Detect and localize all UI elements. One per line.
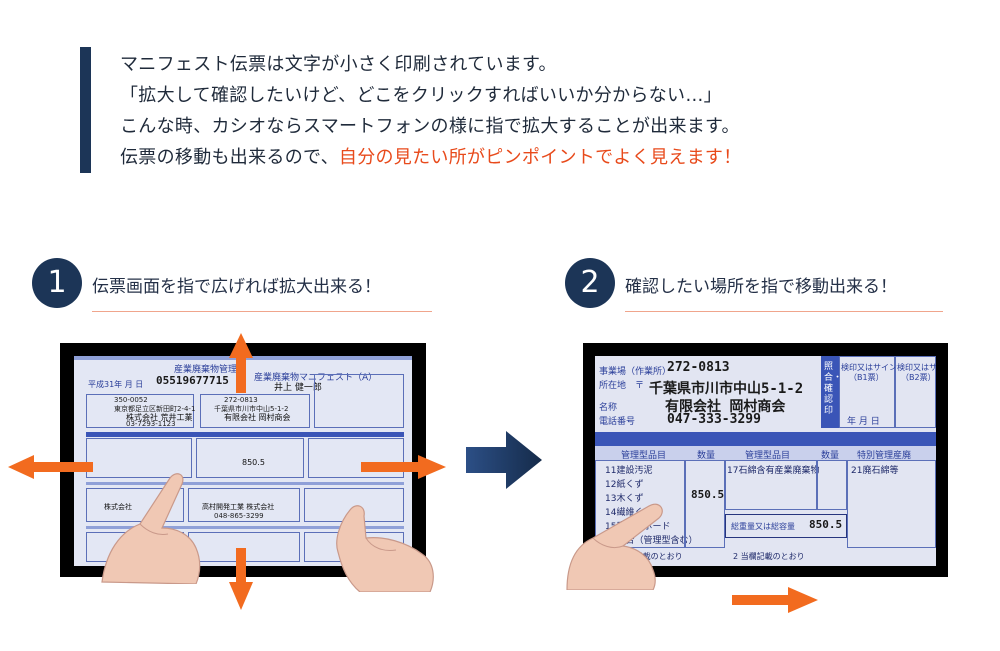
form-tel4: 048-865-3299: [214, 512, 264, 520]
t2-sign-b2-sub: （B2票）: [901, 373, 936, 382]
form-addr1: 東京都足立区新田町2-4-1: [114, 405, 196, 413]
form-company2: 有限会社 岡村商会: [224, 413, 291, 422]
intro-line-4-highlight: 自分の見たい所がピンポイントでよく見えます！: [338, 147, 742, 168]
step-2-text: 確認したい場所を指で移動出来る！: [625, 277, 897, 297]
form-title: 産業廃棄物管理票: [174, 365, 247, 375]
t2-sign-b2: 検印又はサ: [897, 363, 936, 372]
t2-sign-b1-sub: （B1票）: [849, 373, 884, 382]
intro-line-4: 伝票の移動も出来るので、自分の見たい所がピンポイントでよく見えます！: [120, 142, 742, 173]
step-1-underline: [92, 311, 432, 312]
t2-item-16: 16混合（管理型含む）: [605, 536, 698, 546]
chevron-arrow-icon: [466, 431, 542, 489]
step-2-number: 2: [565, 258, 615, 308]
t2-total-value: 850.5: [809, 518, 843, 531]
intro-text: マニフェスト伝票は文字が小さく印刷されています。 「拡大して確認したいけど、どこ…: [120, 49, 742, 173]
t2-col-1: 管理型品目: [621, 451, 667, 461]
t2-address: 千葉県市川市中山5-1-2: [649, 381, 804, 397]
t2-label-addr: 所在地: [599, 381, 627, 391]
t2-zip: 272-0813: [667, 360, 730, 375]
t2-label-name: 名称: [599, 403, 618, 413]
arrow-up-icon: [229, 333, 253, 393]
t2-tel: 047-333-3299: [667, 412, 761, 427]
t2-item-11: 11建設汚泥: [605, 466, 653, 476]
t2-item-13: 13木くず: [605, 494, 644, 504]
form-manifest-title: 産業廃棄物マニフェスト（A）: [254, 373, 378, 383]
step-1-heading: 1 伝票画面を指で広げれば拡大出来る！: [32, 258, 432, 312]
form-company4: 高村開発工業 株式会社: [202, 503, 275, 511]
intro-line-3: こんな時、カシオならスマートフォンの様に指で拡大することが出来ます。: [120, 116, 740, 137]
tablet-2-screen[interactable]: 事業場（作業所） 所在地 〒 名称 電話番号 272-0813 千葉県市川市中山…: [595, 356, 936, 566]
step-1-text: 伝票画面を指で広げれば拡大出来る！: [92, 277, 381, 297]
step-1-number: 1: [32, 258, 82, 308]
arrow-right-icon: [361, 455, 446, 479]
intro-line-4-plain: 伝票の移動も出来るので、: [120, 147, 339, 168]
step-2-underline: [625, 311, 943, 312]
t2-company: 有限会社 岡村商会: [665, 399, 786, 415]
t2-date-label: 年 月 日: [847, 417, 880, 427]
arrow-right-icon: [732, 587, 818, 613]
t2-note-2: 2 当欄記載のとおり: [733, 552, 805, 561]
t2-item-21: 21廃石綿等: [851, 466, 899, 476]
form-number: 05519677715: [156, 374, 229, 387]
t2-col-2: 数量: [697, 451, 716, 461]
hand-icon: [336, 505, 434, 592]
t2-col-4: 数量: [821, 451, 840, 461]
t2-sign-b1: 検印又はサイン: [841, 363, 897, 372]
t2-label-office: 事業場（作業所）: [599, 367, 672, 377]
hand-icon: [566, 503, 663, 590]
form-company3: 株式会社: [104, 503, 132, 511]
t2-total-label: 総重量又は総容量: [731, 522, 795, 531]
t2-stamp: 照合・確認印: [824, 362, 843, 416]
form-date: 平成31年 月 日: [88, 380, 144, 389]
form-zip1: 350-0052: [114, 396, 148, 404]
step-2-heading: 2 確認したい場所を指で移動出来る！: [565, 258, 945, 312]
t2-col-3: 管理型品目: [745, 451, 791, 461]
t2-item-12: 12紙くず: [605, 480, 644, 490]
intro-line-1: マニフェスト伝票は文字が小さく印刷されています。: [120, 54, 557, 75]
t2-note-1: 1 記載のとおり: [627, 552, 683, 561]
form-qty: 850.5: [242, 458, 265, 467]
form-company1: 株式会社 荒井工業: [126, 413, 193, 422]
arrow-down-icon: [229, 548, 253, 610]
form-zip2: 272-0813: [224, 396, 258, 404]
t2-qty-13: 850.5: [691, 488, 725, 501]
arrow-left-icon: [8, 455, 93, 479]
intro-block: マニフェスト伝票は文字が小さく印刷されています。 「拡大して確認したいけど、どこ…: [80, 47, 920, 173]
form-tel1: 03-7293-1123: [126, 420, 176, 428]
hand-icon: [101, 473, 201, 584]
form-addr2: 千葉県市川市中山5-1-2: [214, 405, 289, 413]
intro-line-2: 「拡大して確認したいけど、どこをクリックすればいいか分からない…」: [120, 85, 722, 106]
intro-accent-bar: [80, 47, 91, 173]
tablet-2: 事業場（作業所） 所在地 〒 名称 電話番号 272-0813 千葉県市川市中山…: [583, 343, 948, 577]
expand-arrows: [8, 333, 446, 610]
t2-item-17: 17石綿含有産業廃棄物: [727, 466, 820, 476]
form-person: 井上 健一郎: [274, 383, 322, 393]
t2-col-5: 特別管理産廃: [857, 451, 912, 461]
t2-label-postal: 〒: [635, 381, 645, 391]
t2-label-tel: 電話番号: [599, 417, 636, 427]
t2-item-14: 14繊維くず: [605, 508, 653, 518]
